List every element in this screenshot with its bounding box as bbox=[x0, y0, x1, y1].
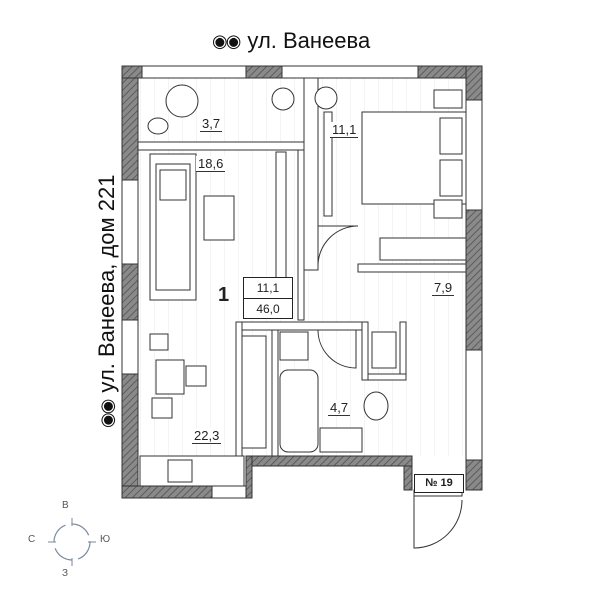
dining-set bbox=[149, 333, 207, 419]
coffee-table bbox=[203, 195, 235, 241]
bedroom-desk bbox=[379, 237, 467, 261]
total-area-value: 46,0 bbox=[256, 302, 280, 316]
compass-east: В bbox=[62, 500, 69, 511]
stove bbox=[167, 459, 193, 483]
inner-walls bbox=[137, 77, 467, 457]
room-area-kitchen: 22,3 bbox=[192, 428, 222, 444]
compass-icon bbox=[48, 518, 96, 566]
compass-west: З bbox=[62, 568, 69, 579]
bed bbox=[361, 89, 467, 219]
room-area-bathroom: 4,7 bbox=[328, 400, 351, 416]
kitchen-cabinets bbox=[241, 335, 267, 449]
balcony-furniture bbox=[147, 84, 338, 135]
boiler bbox=[371, 331, 397, 369]
washing-machine bbox=[279, 331, 309, 361]
sofa bbox=[149, 153, 197, 301]
room-area-hall: 7,9 bbox=[432, 280, 455, 296]
room-area-balcony: 3,7 bbox=[200, 116, 223, 132]
wardrobe bbox=[323, 111, 333, 217]
toilet bbox=[363, 391, 389, 421]
street-label-top: ◉◉ ул. Ванеева bbox=[212, 26, 370, 56]
compass-north: С bbox=[28, 534, 36, 545]
windows bbox=[121, 65, 483, 499]
bathtub bbox=[279, 369, 319, 453]
street-name-top: ул. Ванеева bbox=[247, 28, 371, 53]
binoculars-icon: ◉◉ bbox=[212, 30, 241, 51]
living-area-value: 11,1 bbox=[244, 278, 292, 299]
apartment-number: № 19 bbox=[414, 474, 464, 493]
compass: В С Ю З bbox=[28, 498, 116, 586]
room-count: 1 bbox=[218, 284, 230, 306]
sink bbox=[319, 427, 363, 453]
room-area-living: 18,6 bbox=[196, 156, 226, 172]
flat-area-box: 11,1 46,0 bbox=[243, 277, 293, 319]
room-area-bedroom: 11,1 bbox=[330, 122, 359, 138]
compass-south: Ю bbox=[100, 534, 111, 545]
